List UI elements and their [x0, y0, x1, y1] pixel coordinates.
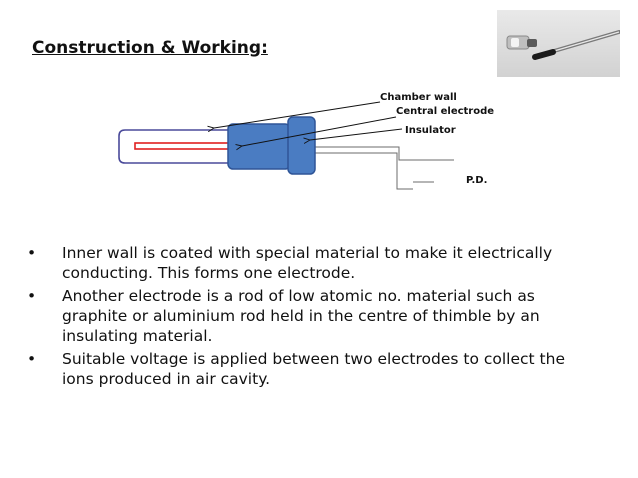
bullet-dot: • — [27, 244, 37, 262]
chamber-wall-outline — [118, 129, 232, 164]
chamber-photo-illustration — [506, 30, 620, 60]
arrow-insulator — [310, 128, 403, 140]
label-pd: P.D. — [466, 175, 487, 186]
insulator-block — [227, 123, 291, 170]
bullet-text: Inner wall is coated with special materi… — [62, 244, 553, 282]
bullet-text: Suitable voltage is applied between two … — [62, 350, 565, 388]
bullet-text: Another electrode is a rod of low atomic… — [62, 287, 540, 345]
bullet-list: • Inner wall is coated with special mate… — [27, 243, 587, 392]
label-insulator: Insulator — [405, 125, 456, 136]
bullet-item: • Another electrode is a rod of low atom… — [27, 286, 587, 346]
bullet-item: • Suitable voltage is applied between tw… — [27, 349, 587, 389]
arrow-central-electrode — [242, 116, 397, 146]
chamber-diagram: Chamber wall Central electrode Insulator… — [118, 92, 494, 190]
bullet-dot: • — [27, 350, 37, 368]
label-chamber-wall: Chamber wall — [380, 92, 457, 103]
cap-block — [287, 116, 316, 175]
bullet-item: • Inner wall is coated with special mate… — [27, 243, 587, 283]
ionization-chamber-photo — [497, 10, 620, 77]
bullet-dot: • — [27, 287, 37, 305]
arrow-chamber-wall — [214, 101, 381, 128]
lead-lower — [310, 152, 413, 190]
lead-upper — [310, 146, 454, 161]
slide-title: Construction & Working: — [32, 38, 268, 58]
label-central-electrode: Central electrode — [396, 106, 494, 117]
